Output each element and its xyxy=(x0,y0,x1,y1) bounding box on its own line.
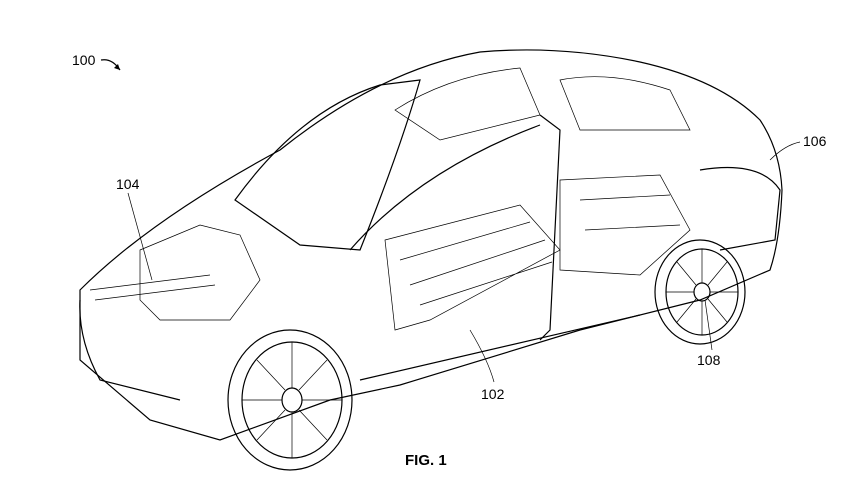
ref-102: 102 xyxy=(481,386,505,402)
figure-caption: FIG. 1 xyxy=(405,452,447,469)
leader-104 xyxy=(127,192,153,281)
a-pillar xyxy=(349,124,541,251)
rear-tail xyxy=(699,166,781,251)
ref-108: 108 xyxy=(697,352,721,368)
front-wheel xyxy=(227,329,353,471)
rear-wheel xyxy=(654,239,746,345)
windshield-frame xyxy=(234,79,421,251)
ref-106: 106 xyxy=(803,133,827,149)
ref-100: 100 xyxy=(72,52,96,68)
side-window-front xyxy=(394,67,541,141)
rocker-sill xyxy=(359,314,641,381)
leader-108 xyxy=(704,299,713,351)
ref-104: 104 xyxy=(116,176,140,192)
arrowhead-100 xyxy=(114,64,120,70)
car-roof-outline xyxy=(79,49,783,441)
side-window-rear xyxy=(559,76,691,131)
leader-102 xyxy=(469,329,495,383)
rear-floor xyxy=(559,174,691,276)
front-bumper xyxy=(79,299,181,401)
leader-106 xyxy=(769,141,801,161)
front-module-shape xyxy=(89,224,261,321)
floor-pan xyxy=(384,204,561,331)
b-pillar xyxy=(539,114,561,341)
